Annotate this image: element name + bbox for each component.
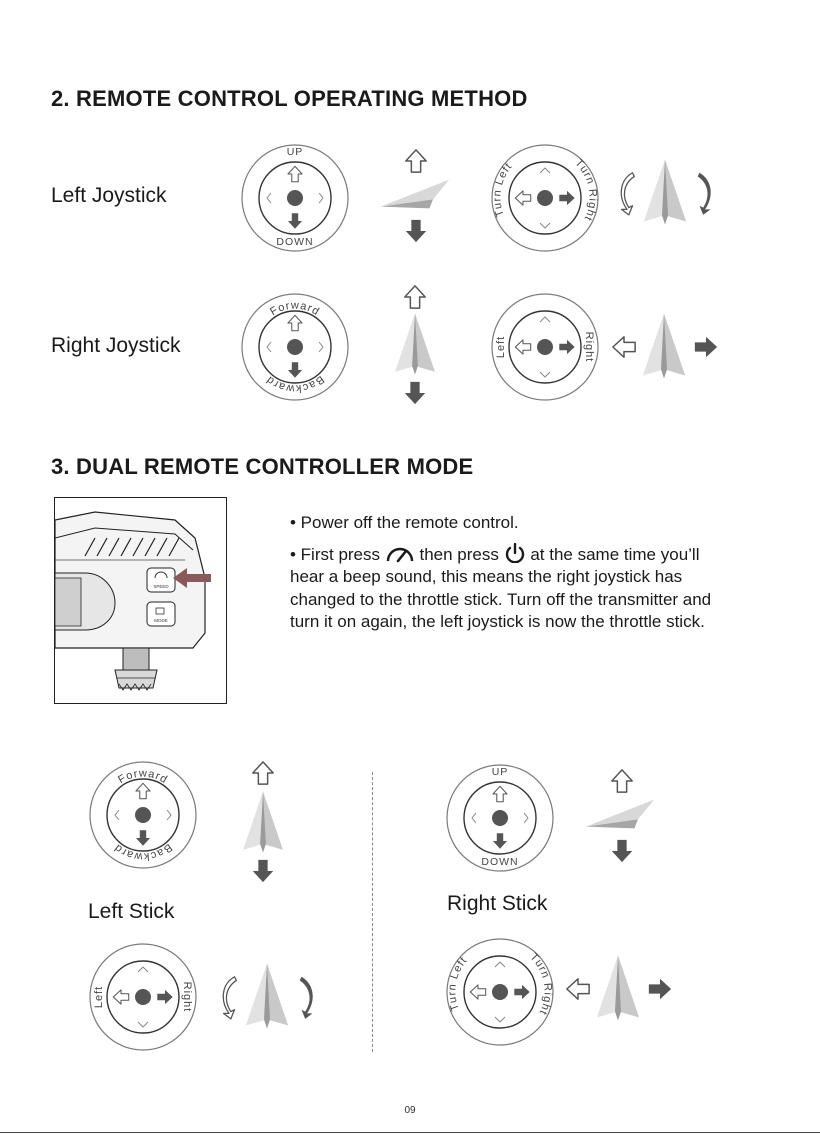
dial-bottom-label: DOWN <box>481 856 519 868</box>
right-arrow-icon <box>648 978 672 1000</box>
paper-plane-icon <box>596 955 640 1021</box>
left-stick-dial-left-right: Left Right <box>88 942 198 1052</box>
paper-plane-icon <box>395 313 435 375</box>
up-arrow-icon <box>252 761 274 785</box>
paper-plane-icon <box>585 799 655 829</box>
svg-text:Forward: Forward <box>268 300 322 319</box>
joystick-dial-forward-backward: Forward Backward <box>240 292 350 402</box>
right-stick-plane-sideways <box>564 954 674 1024</box>
joystick-dial-left-right: Left Right <box>490 292 600 402</box>
right-stick-dial-updown: UP DOWN <box>445 763 555 873</box>
up-arrow-icon <box>405 149 427 173</box>
paper-plane-icon <box>380 179 450 209</box>
paper-plane-icon <box>643 159 687 225</box>
right-stick-dial-turn: Turn Left Turn Right <box>445 937 555 1047</box>
instruction-step-1: • Power off the remote control. <box>290 513 519 532</box>
dial-top-label: Forward <box>268 300 321 319</box>
dial-graphic: Left Right <box>491 293 599 401</box>
rotate-left-icon <box>620 172 636 216</box>
right-joystick-label: Right Joystick <box>51 334 181 357</box>
mode-button-label: MODE <box>154 618 168 623</box>
dial-top-label: Forward <box>116 768 169 787</box>
joystick-dial-turn: Turn Left Turn Right <box>490 143 600 253</box>
plane-climb-illustration <box>378 148 454 248</box>
left-stick-dial-forward-backward: Forward Backward <box>88 760 198 870</box>
instruction-step-2: • First press then press at the same tim… <box>290 542 730 634</box>
speed-gauge-icon <box>386 547 413 562</box>
dial-graphic <box>446 764 554 872</box>
right-stick-plane-climb <box>583 768 659 868</box>
instruction-text: • First press <box>290 544 381 564</box>
left-joystick-label: Left Joystick <box>51 184 167 207</box>
down-arrow-icon <box>611 839 633 863</box>
dial-graphic: Turn Left Turn Right <box>446 938 554 1046</box>
up-arrow-icon <box>611 769 633 793</box>
column-divider <box>372 772 373 1052</box>
left-stick-plane-forward <box>232 760 294 886</box>
dial-left-label: Left <box>495 336 507 358</box>
paper-plane-icon <box>243 791 283 853</box>
down-arrow-icon <box>404 381 426 405</box>
dial-right-label: Right <box>181 982 193 1013</box>
up-arrow-icon <box>404 285 426 309</box>
power-icon <box>505 542 524 563</box>
dial-top-label: UP <box>491 766 509 778</box>
instruction-text: then press <box>419 544 499 564</box>
page-number: 09 <box>404 1105 416 1116</box>
dial-graphic: Forward Backward <box>241 293 349 401</box>
dial-graphic <box>241 144 349 252</box>
footer-rule <box>0 1132 820 1133</box>
rotate-left-icon <box>222 976 238 1020</box>
left-stick-plane-rotate <box>218 962 318 1032</box>
paper-plane-icon <box>642 313 686 379</box>
plane-sideways-illustration <box>610 312 720 382</box>
controller-drawing: SPEED MODE <box>55 511 211 691</box>
dial-graphic: Turn Left Turn Right <box>491 144 599 252</box>
dial-graphic: Left Right <box>89 943 197 1051</box>
section-3-title: 3. DUAL REMOTE CONTROLLER MODE <box>51 454 474 479</box>
instruction-text: at the same time <box>530 544 657 564</box>
joystick-dial-updown: UP DOWN <box>240 143 350 253</box>
instruction-text: you’ll hear a beep sound, this means the… <box>290 544 712 632</box>
svg-text:Forward: Forward <box>116 768 170 787</box>
left-arrow-icon <box>612 335 636 359</box>
right-arrow-icon <box>694 336 718 358</box>
dual-mode-instructions: • Power off the remote control. • First … <box>290 512 730 642</box>
dial-right-label: Right <box>583 332 595 363</box>
plane-forward-illustration <box>384 284 446 410</box>
dial-left-label: Left <box>93 986 105 1008</box>
left-stick-label: Left Stick <box>88 900 175 923</box>
left-arrow-icon <box>566 977 590 1001</box>
paper-plane-icon <box>245 963 289 1029</box>
controller-photo: SPEED MODE <box>54 497 227 704</box>
plane-rotate-illustration <box>616 158 716 228</box>
dial-graphic: Forward Backward <box>89 761 197 869</box>
dial-bottom-label: DOWN <box>276 236 314 248</box>
section-2-title: 2. REMOTE CONTROL OPERATING METHOD <box>51 86 528 111</box>
down-arrow-icon <box>252 859 274 883</box>
rotate-right-icon <box>697 172 711 215</box>
right-stick-label: Right Stick <box>447 892 548 915</box>
down-arrow-icon <box>405 219 427 243</box>
dial-top-label: UP <box>286 146 304 158</box>
rotate-right-icon <box>299 976 313 1019</box>
speed-button-label: SPEED <box>153 584 169 589</box>
